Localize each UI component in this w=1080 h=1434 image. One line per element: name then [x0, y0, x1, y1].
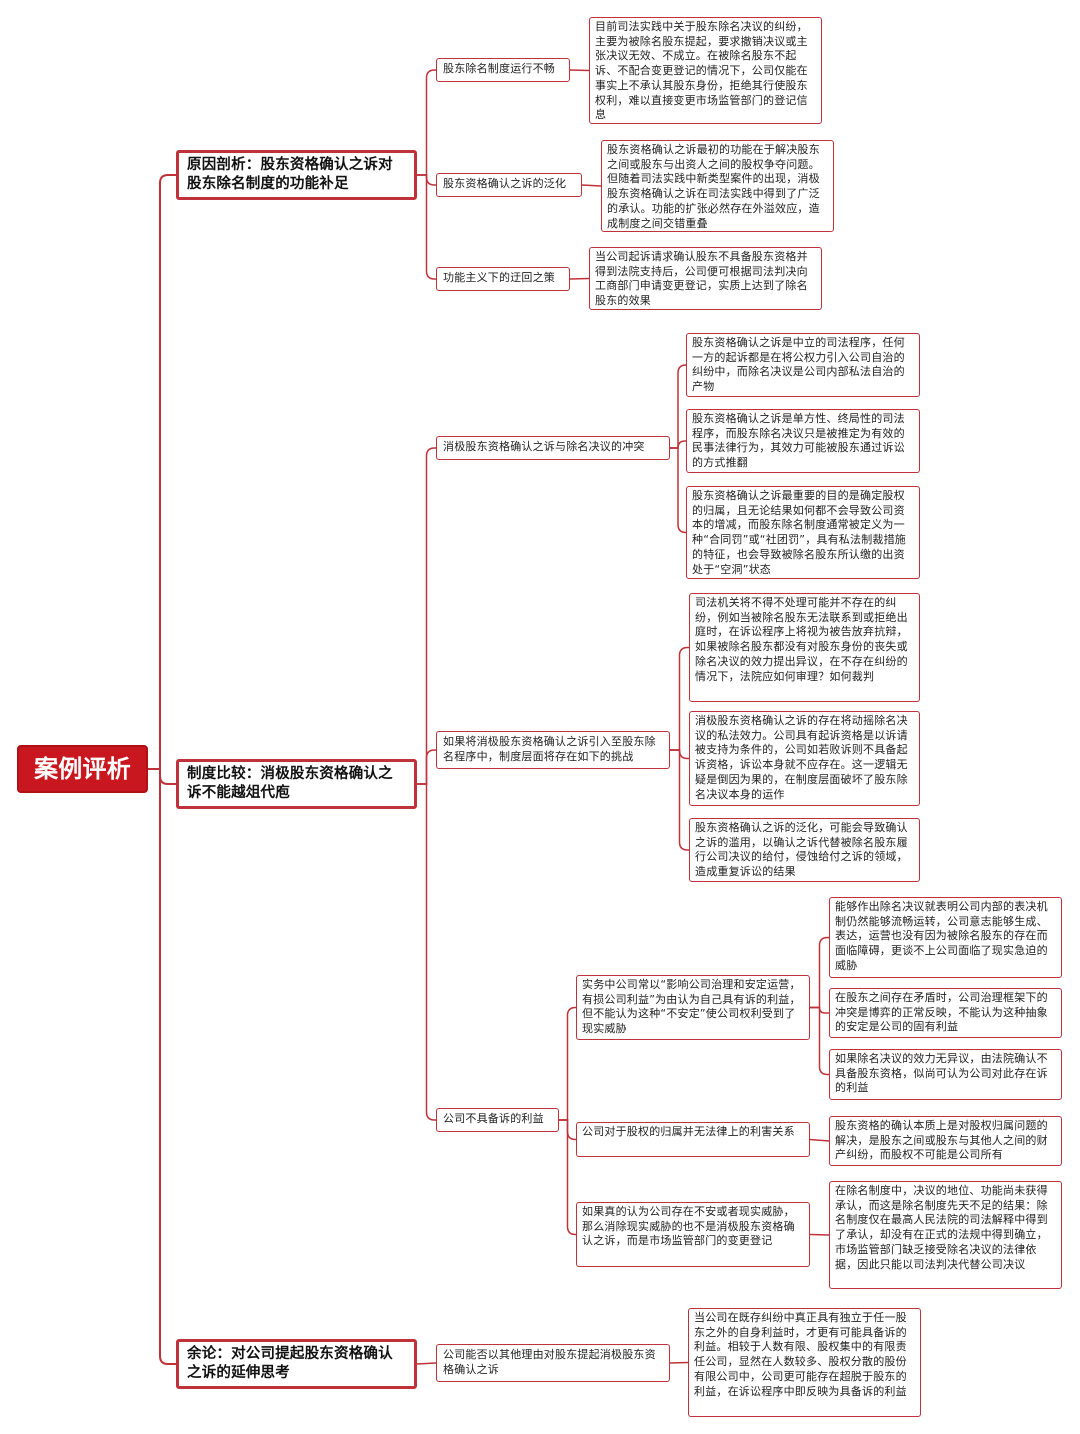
connector — [417, 783, 436, 1121]
connector — [670, 447, 687, 534]
branch-cause-analysis[interactable]: 原因剖析：股东资格确认之诉对股东除名制度的功能补足 — [176, 150, 417, 200]
detail-note[interactable]: 在除名制度中，决议的地位、功能尚未获得承认，而这是除名制度先天不足的结果：除名制… — [829, 1181, 1062, 1289]
topic-node[interactable]: 股东除名制度运行不畅 — [436, 58, 570, 82]
topic-node[interactable]: 公司不具备诉的利益 — [436, 1108, 559, 1132]
topic-node[interactable]: 功能主义下的迂回之策 — [436, 267, 570, 291]
connector — [148, 768, 176, 785]
detail-note[interactable]: 股东资格的确认本质上是对股权归属问题的解决，是股东之间或股东与其他人之间的财产纠… — [829, 1116, 1062, 1166]
connector — [569, 277, 590, 280]
detail-note[interactable]: 股东资格确认之诉最初的功能在于解决股东之间或股东与出资人之间的股权争夺问题。但随… — [601, 140, 834, 232]
connector — [581, 184, 602, 187]
detail-note[interactable]: 目前司法实践中关于股东除名决议的纠纷，主要为被除名股东提起，要求撤销决议或主张决… — [589, 17, 822, 124]
detail-note[interactable]: 能够作出除名决议就表明公司内部的表决机制仍然能够流畅运转，公司意志能够生成、表达… — [829, 897, 1062, 978]
connector — [810, 936, 829, 1009]
detail-note[interactable]: 当公司起诉请求确认股东不具备股东资格并得到法院支持后，公司便可根据司法判决向工商… — [589, 247, 822, 310]
connector — [148, 174, 176, 770]
subtopic-node[interactable]: 公司对于股权的归属并无法律上的利害关系 — [576, 1122, 810, 1157]
detail-note[interactable]: 股东资格确认之诉最重要的目的是确定股权的归属，且无论结果如何都不会导致公司资本的… — [686, 486, 920, 579]
detail-note[interactable]: 股东资格确认之诉是中立的司法程序，任何一方的起诉都是在将公权力引入公司自治的纠纷… — [686, 333, 920, 397]
connector — [670, 646, 689, 751]
connector — [559, 1006, 576, 1121]
connector — [416, 1362, 437, 1365]
connector — [670, 440, 686, 449]
connector — [670, 749, 689, 760]
connector — [417, 447, 436, 785]
topic-node[interactable]: 股东资格确认之诉的泛化 — [436, 173, 582, 197]
detail-note[interactable]: 股东资格确认之诉是单方性、终局性的司法程序，而股东除名决议只是被推定为有效的民事… — [686, 409, 920, 473]
detail-note[interactable]: 如果除名决议的效力无异议，由法院确认不具备股东资格，似尚可认为公司对此存在诉的利… — [829, 1049, 1062, 1100]
connector — [810, 1006, 829, 1076]
connector — [669, 1361, 689, 1364]
subtopic-node[interactable]: 如果真的认为公司存在不安或者现实威胁，那么消除现实威胁的也不是消极股东资格确认之… — [576, 1202, 810, 1267]
connector — [148, 768, 176, 1365]
connector — [569, 69, 590, 72]
topic-node[interactable]: 公司能否以其他理由对股东提起消极股东资格确认之诉 — [436, 1344, 670, 1382]
branch-system-comparison[interactable]: 制度比较：消极股东资格确认之诉不能越俎代庖 — [176, 759, 417, 809]
detail-note[interactable]: 当公司在既存纠纷中真正具有独立于任一股东之外的自身利益时，才更有可能具备诉的利益… — [688, 1308, 921, 1417]
connector — [809, 1138, 830, 1142]
detail-note[interactable]: 司法机关将不得不处理可能并不存在的纠纷，例如当被除名股东无法联系到或拒绝出庭时，… — [689, 593, 920, 702]
subtopic-node[interactable]: 实务中公司常以“影响公司治理和安定运营，有损公司利益”为由认为自己具有诉的利益，… — [576, 975, 810, 1040]
connector — [559, 1119, 576, 1236]
topic-node[interactable]: 消极股东资格确认之诉与除名决议的冲突 — [436, 436, 670, 460]
detail-note[interactable]: 在股东之间存在矛盾时，公司治理框架下的冲突是博弈的正常反映，不能认为这种抽象的安… — [829, 988, 1062, 1038]
connector — [559, 1119, 576, 1141]
connector — [417, 174, 436, 186]
connector — [670, 364, 687, 449]
connector — [810, 1006, 829, 1014]
root-node[interactable]: 案例评析 — [17, 745, 148, 793]
connector — [417, 749, 436, 785]
topic-node[interactable]: 如果将消极股东资格确认之诉引入至股东除名程序中，制度层面将存在如下的挑战 — [436, 731, 670, 769]
detail-note[interactable]: 股东资格确认之诉的泛化，可能会导致确认之诉的滥用，以确认之诉代替被除名股东履行公… — [689, 818, 920, 882]
branch-conclusion[interactable]: 余论：对公司提起股东资格确认之诉的延伸思考 — [176, 1339, 417, 1389]
connector — [670, 749, 689, 851]
connector — [417, 174, 436, 280]
connector — [417, 69, 436, 176]
connector — [809, 1233, 830, 1236]
detail-note[interactable]: 消极股东资格确认之诉的存在将动摇除名决议的私法效力。公司具有起诉资格是以诉请被支… — [689, 711, 920, 806]
